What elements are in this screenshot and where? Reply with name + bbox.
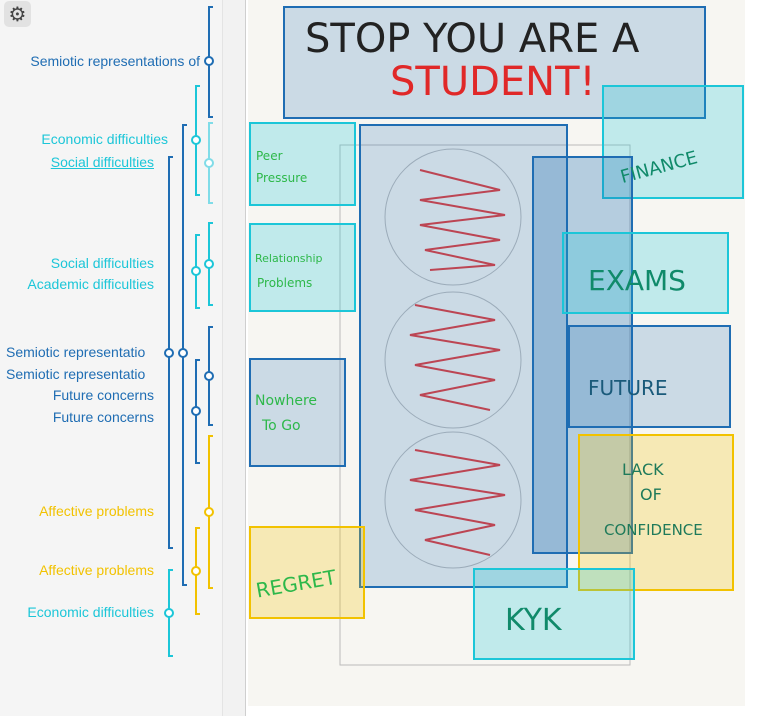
annotation-box[interactable] — [249, 122, 356, 206]
problems-text: Problems — [257, 276, 312, 290]
annotation-box[interactable] — [532, 156, 633, 554]
annotation-box[interactable] — [249, 358, 346, 467]
annotation-label[interactable]: Semiotic representatio — [6, 366, 146, 382]
annotation-bracket[interactable] — [191, 85, 201, 196]
annotation-box[interactable] — [249, 223, 356, 312]
annotation-bracket[interactable] — [191, 527, 201, 615]
gear-icon: ⚙ — [8, 3, 27, 26]
annotated-image: STOP YOU ARE A STUDENT! FINANCE Peer Pre… — [248, 0, 745, 706]
poster-title-line1: STOP YOU ARE A — [305, 16, 640, 62]
annotation-label[interactable]: Future concerns — [52, 409, 154, 425]
poster-title-line2: STUDENT! — [390, 59, 596, 105]
bracket-handle[interactable] — [191, 266, 201, 276]
bracket-handle[interactable] — [164, 608, 174, 618]
annotation-box[interactable] — [602, 85, 744, 199]
annotation-label[interactable]: Affective problems — [39, 503, 154, 519]
annotation-box[interactable] — [473, 568, 635, 660]
annotation-bracket[interactable] — [191, 359, 201, 464]
lack-text: LACK — [622, 460, 664, 479]
bracket-handle[interactable] — [204, 56, 214, 66]
annotation-brackets — [164, 6, 214, 657]
settings-button[interactable]: ⚙ — [4, 1, 31, 27]
annotation-panel: ⚙ Semiotic representations of Economic d… — [0, 0, 222, 716]
bracket-handle[interactable] — [164, 348, 174, 358]
peer-text: Peer — [256, 149, 283, 163]
kyk-text: KYK — [505, 603, 563, 638]
nowhere-text: Nowhere — [255, 393, 317, 409]
relationship-text: Relationship — [255, 252, 323, 265]
annotation-box[interactable] — [578, 434, 734, 591]
annotation-label[interactable]: Affective problems — [39, 562, 154, 578]
bracket-handle[interactable] — [191, 406, 201, 416]
traffic-light-drawing — [339, 144, 631, 666]
annotation-label[interactable]: Economic difficulties — [41, 131, 168, 147]
annotation-label[interactable]: Academic difficulties — [27, 276, 154, 292]
bracket-handle[interactable] — [191, 135, 201, 145]
annotation-bracket[interactable] — [164, 156, 174, 549]
annotation-bracket[interactable] — [191, 234, 201, 309]
annotation-box[interactable] — [283, 6, 706, 119]
of-text: OF — [640, 485, 662, 504]
annotation-label[interactable]: Economic difficulties — [27, 604, 154, 620]
bracket-handle[interactable] — [204, 507, 214, 517]
annotation-label[interactable]: Future concerns — [52, 387, 154, 403]
panel-divider[interactable] — [222, 0, 246, 716]
future-text: FUTURE — [588, 376, 668, 400]
bracket-handle[interactable] — [204, 158, 214, 168]
bracket-handle[interactable] — [204, 259, 214, 269]
annotation-bracket[interactable] — [204, 122, 214, 204]
to-go-text: To Go — [261, 418, 301, 434]
annotation-box[interactable] — [562, 232, 729, 314]
annotation-bracket[interactable] — [204, 326, 214, 426]
annotation-label[interactable]: Semiotic representations of — [30, 53, 200, 69]
bracket-handle[interactable] — [191, 566, 201, 576]
annotation-label[interactable]: Social difficulties — [50, 255, 154, 271]
annotation-bracket[interactable] — [164, 569, 174, 657]
annotation-bracket[interactable] — [178, 124, 188, 586]
annotation-box[interactable] — [568, 325, 731, 428]
annotation-bracket[interactable] — [204, 435, 214, 589]
pressure-text: Pressure — [256, 171, 307, 185]
exams-text: EXAMS — [588, 264, 686, 297]
annotation-label-selected[interactable]: Social difficulties — [50, 154, 154, 170]
confidence-text: CONFIDENCE — [604, 521, 703, 539]
annotation-bracket[interactable] — [204, 6, 214, 118]
annotation-bracket[interactable] — [204, 222, 214, 306]
annotation-label[interactable]: Semiotic representatio — [6, 344, 146, 360]
annotation-box[interactable] — [249, 526, 365, 619]
bracket-handle[interactable] — [178, 348, 188, 358]
red-scribbles — [409, 169, 506, 556]
bracket-handle[interactable] — [204, 371, 214, 381]
